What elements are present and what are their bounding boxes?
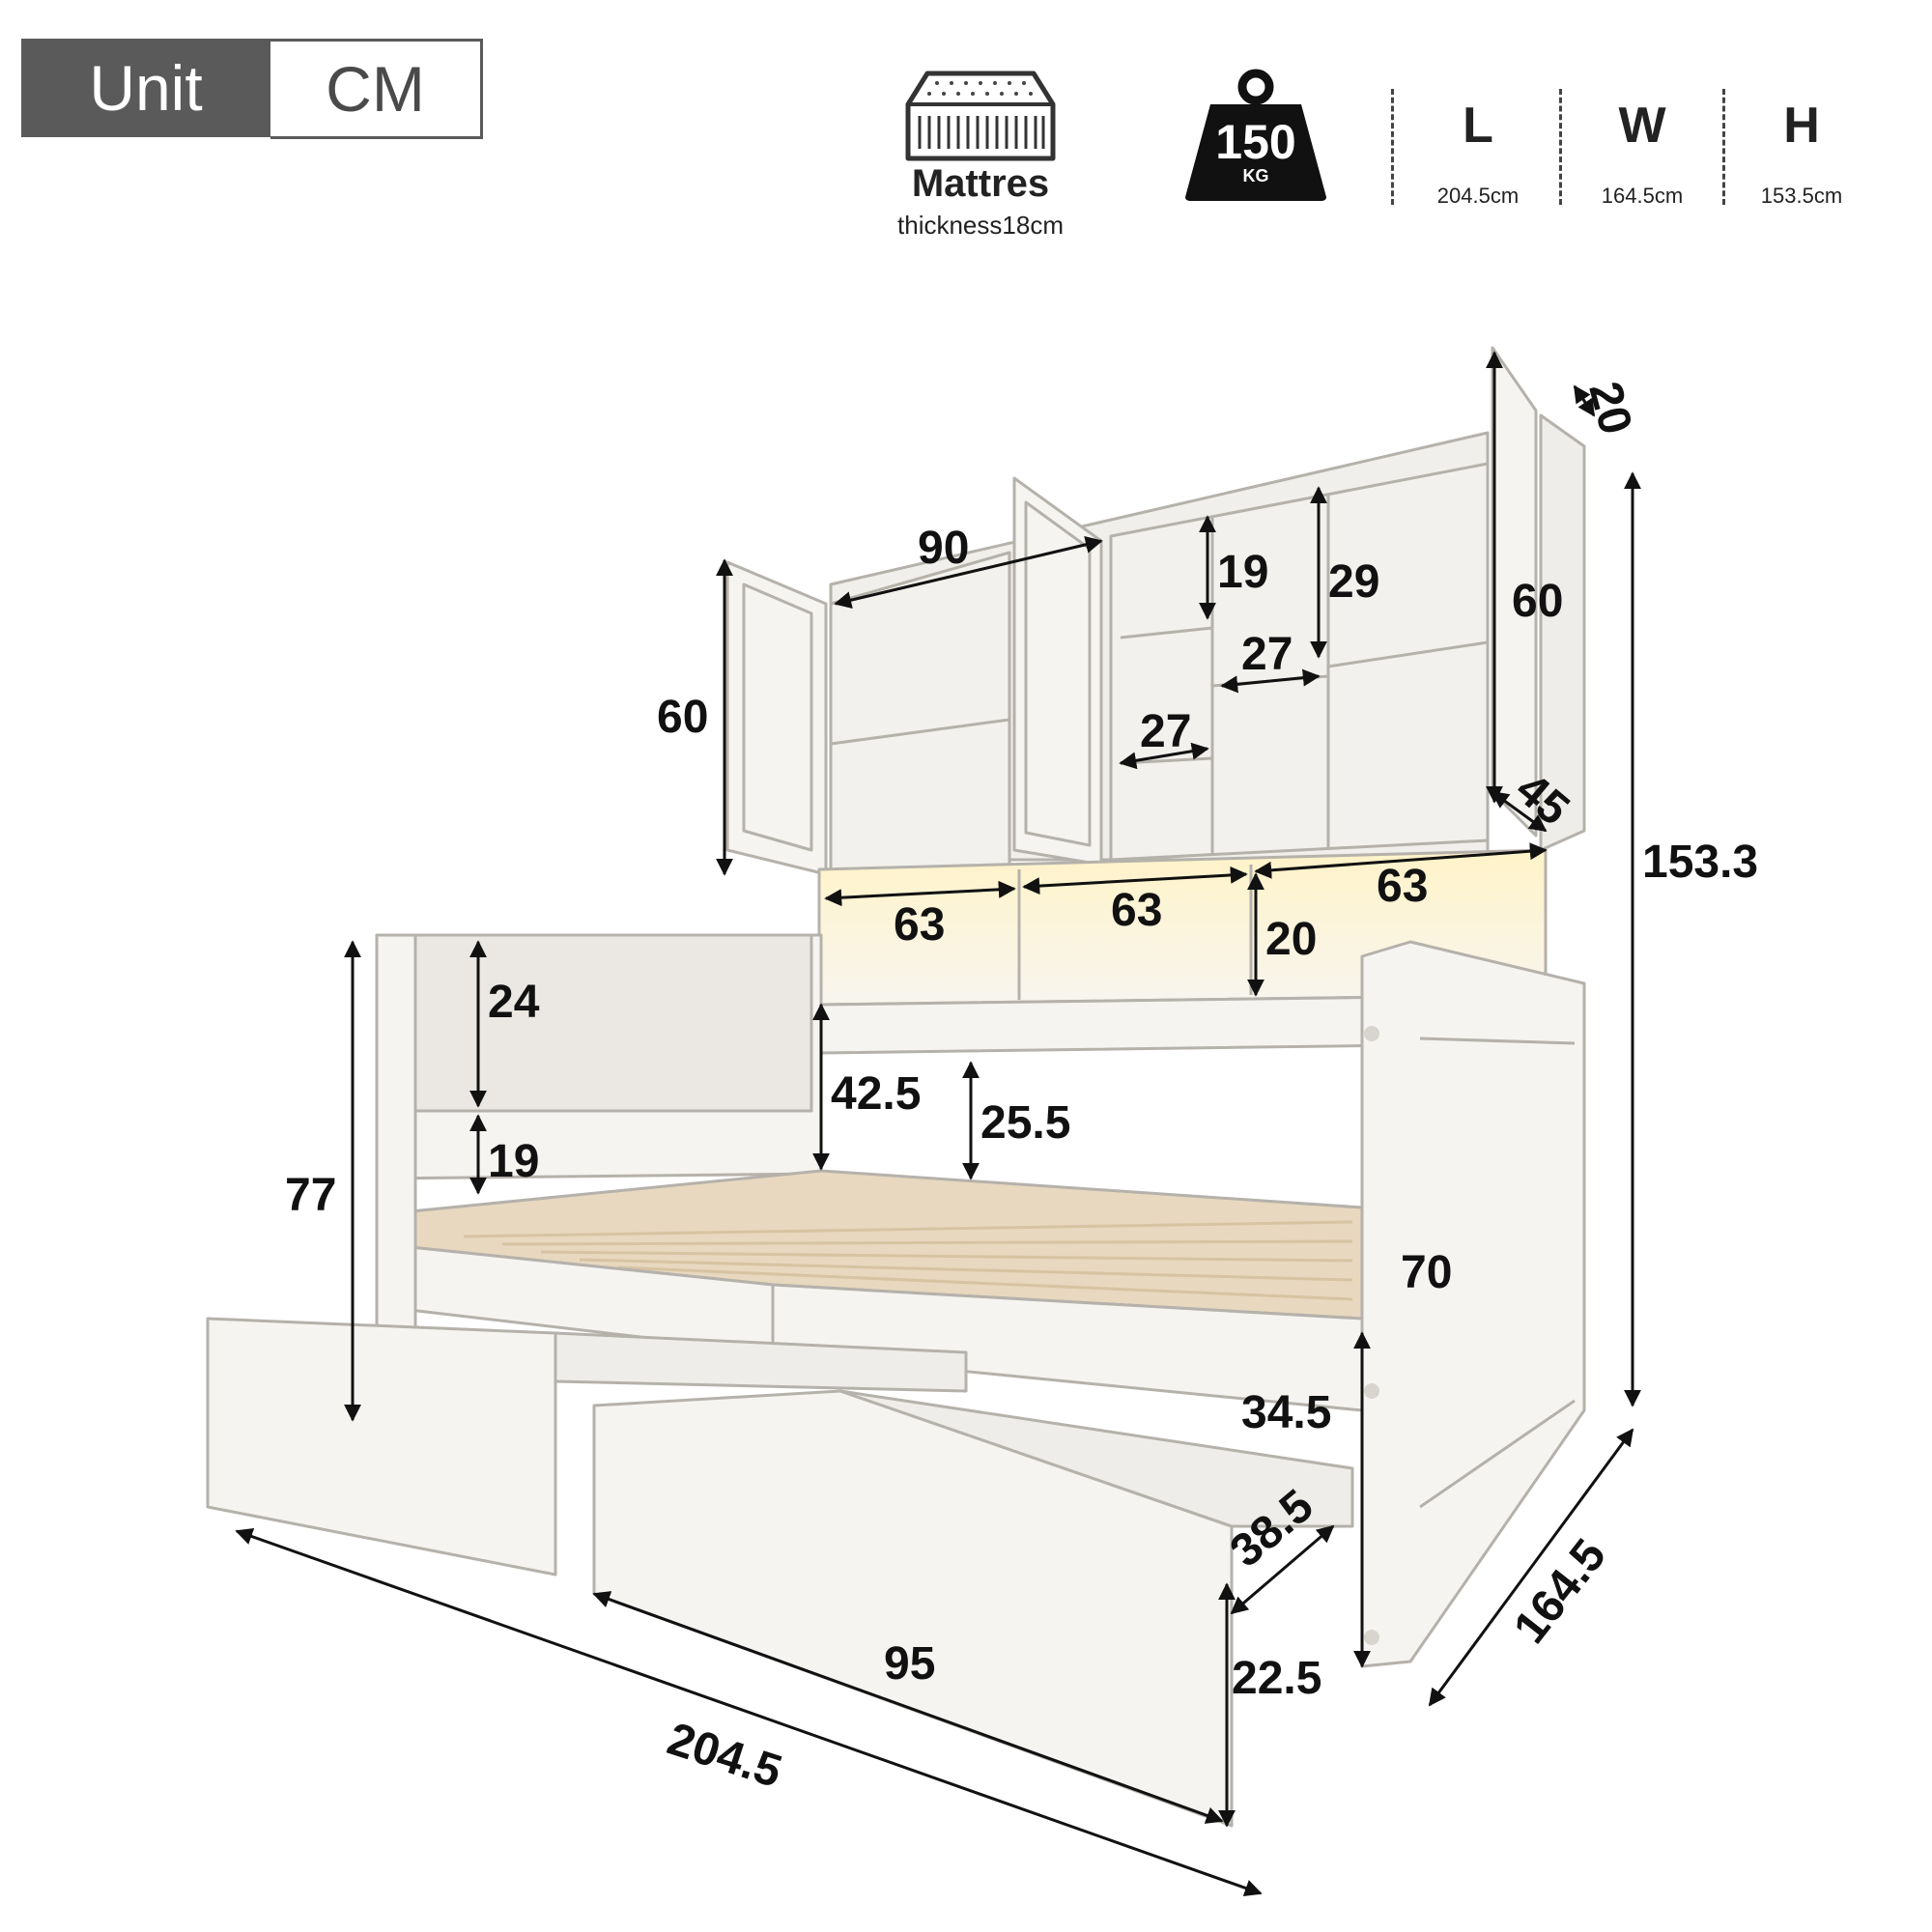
mattress-icon xyxy=(905,71,1056,161)
dim-shelf-27-upper: 27 xyxy=(1241,629,1293,680)
dim-shelf-27-lower: 27 xyxy=(1140,706,1192,757)
dim-right-door-height: 60 xyxy=(1512,576,1564,627)
length-value: 204.5cm xyxy=(1436,184,1520,208)
dim-drawer-width: 95 xyxy=(884,1638,936,1690)
dim-niche-3: 63 xyxy=(1377,861,1429,912)
dim-footboard: 70 xyxy=(1401,1247,1453,1298)
unit-value: CM xyxy=(270,39,483,139)
weight-value: 150 xyxy=(1215,115,1296,169)
dim-back-panel: 42.5 xyxy=(831,1068,922,1120)
dim-cubby-19: 19 xyxy=(1217,547,1269,598)
dim-total-height: 153.3 xyxy=(1642,837,1759,888)
weight-unit: KG xyxy=(1242,166,1269,185)
dim-cabinet-width: 90 xyxy=(918,523,970,574)
length-letter: L xyxy=(1463,98,1493,154)
dim-headboard-total: 77 xyxy=(285,1170,337,1221)
separator xyxy=(1722,89,1725,205)
dimension-lines xyxy=(235,351,1641,1897)
dim-headboard-gap: 19 xyxy=(488,1136,540,1187)
height-value: 153.5cm xyxy=(1760,184,1843,208)
width-letter: W xyxy=(1618,98,1666,154)
mattress-title: Mattres xyxy=(911,162,1050,205)
dim-niche-2: 63 xyxy=(1111,885,1163,936)
dim-cubby-29: 29 xyxy=(1328,556,1380,608)
dim-left-door-height: 60 xyxy=(657,692,709,743)
dim-drawer-height: 22.5 xyxy=(1232,1653,1322,1704)
dim-niche-1: 63 xyxy=(894,899,946,951)
width-value: 164.5cm xyxy=(1601,184,1684,208)
unit-indicator: Unit CM xyxy=(21,39,483,139)
separator xyxy=(1559,89,1562,205)
dim-niche-height: 20 xyxy=(1265,914,1318,965)
dim-rail-clearance: 25.5 xyxy=(980,1097,1071,1149)
height-letter: H xyxy=(1783,98,1820,154)
dim-side-clearance: 34.5 xyxy=(1241,1387,1332,1438)
unit-label: Unit xyxy=(21,39,270,137)
separator xyxy=(1391,89,1394,205)
drawer-handles xyxy=(1364,1026,1379,1645)
mattress-thickness: thickness18cm xyxy=(897,211,1064,240)
dim-headboard-pad: 24 xyxy=(488,977,540,1028)
weight-icon xyxy=(1185,69,1326,201)
